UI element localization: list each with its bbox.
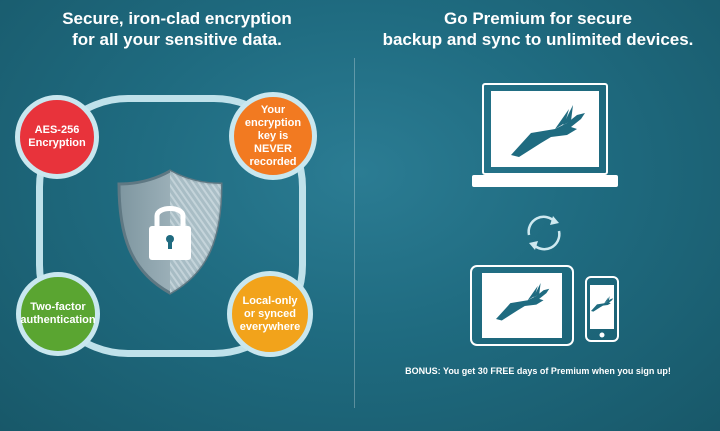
feature-encryption-key: Your encryption key is NEVER recorded <box>229 92 317 180</box>
encryption-headline-line2: for all your sensitive data. <box>72 30 282 49</box>
feature-ring <box>36 95 306 357</box>
shield-icon <box>117 169 223 295</box>
feature-two-factor: Two-factor authentication <box>16 272 100 356</box>
dashlane-logo-icon <box>591 296 614 312</box>
bonus-text: BONUS: You get 30 FREE days of Premium w… <box>405 366 671 376</box>
feature-encryption-key-label: Your encryption key is NEVER recorded <box>244 103 302 168</box>
panel-divider <box>354 58 355 408</box>
premium-headline: Go Premium for secure backup and sync to… <box>356 8 720 50</box>
padlock-icon <box>149 206 191 260</box>
premium-panel: Go Premium for secure backup and sync to… <box>356 0 720 431</box>
feature-two-factor-label: Two-factor authentication <box>20 301 96 326</box>
sync-icon <box>527 215 561 251</box>
tablet-icon <box>470 265 574 346</box>
premium-headline-line2: backup and sync to unlimited devices. <box>382 30 694 49</box>
phone-icon <box>585 276 619 342</box>
premium-headline-line1: Go Premium for secure <box>443 9 632 28</box>
encryption-headline: Secure, iron-clad encryption for all you… <box>0 8 354 50</box>
dashlane-logo-icon <box>511 105 585 157</box>
feature-aes-256-label: AES-256 Encryption <box>28 124 86 149</box>
encryption-headline-line1: Secure, iron-clad encryption <box>62 9 292 28</box>
encryption-panel: Secure, iron-clad encryption for all you… <box>0 0 354 431</box>
laptop-icon <box>472 83 618 187</box>
feature-aes-256: AES-256 Encryption <box>15 95 99 179</box>
feature-local-sync: Local-only or synced everywhere <box>227 271 313 357</box>
feature-local-sync-label: Local-only or synced everywhere <box>239 294 301 333</box>
